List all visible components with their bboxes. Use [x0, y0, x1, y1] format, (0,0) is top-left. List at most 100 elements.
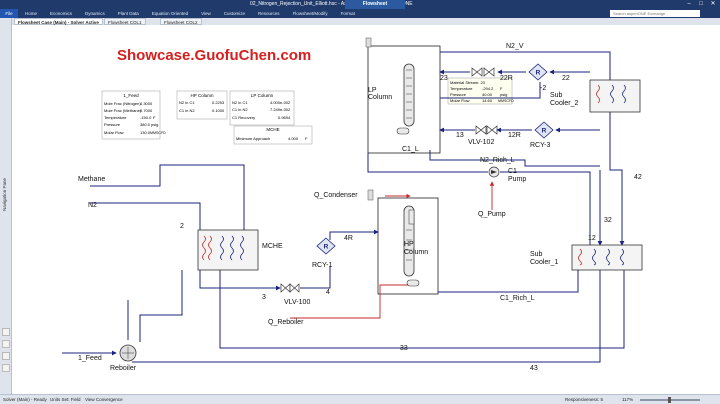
search-input[interactable]: Search aspenONE Exchange [610, 10, 700, 17]
ribbon-tab-economics[interactable]: Economics [50, 11, 73, 16]
recycle-rcy-3[interactable]: R [534, 121, 554, 139]
vlv-102-valve[interactable] [475, 125, 498, 135]
maximize-button[interactable]: □ [699, 1, 703, 7]
label-4: 4 [326, 289, 330, 296]
ribbon-tab-resources[interactable]: Resources [258, 11, 280, 16]
feed-row-value: 0.7000 [140, 108, 153, 113]
ribbon-tab-view[interactable]: View [201, 11, 211, 16]
feed-row-value: -150.0 [140, 115, 152, 120]
recycle-label: R [324, 244, 329, 251]
label-q-pump: Q_Pump [478, 211, 506, 218]
label-22: 22 [562, 75, 570, 82]
stream-c1-pump-out[interactable] [500, 171, 591, 245]
stream-c1-l[interactable] [367, 153, 488, 173]
stream-43[interactable] [132, 270, 601, 363]
stream-methane[interactable] [90, 164, 245, 230]
hp-row-value: 0.1000 [212, 108, 225, 113]
reboiler-heater[interactable] [119, 344, 137, 362]
table-lp-column[interactable]: LP Column N2 in C1 4.000e-002 C1 in N2 7… [229, 90, 295, 126]
label-32: 32 [604, 217, 612, 224]
minimize-button[interactable]: – [687, 1, 691, 7]
tab-flowsheet-col1[interactable]: Flowsheet COL1 [104, 18, 146, 25]
stream-n2-v[interactable] [440, 51, 611, 80]
energy-q-reboiler[interactable] [290, 284, 410, 319]
ribbon-tab-format[interactable]: Format [340, 11, 355, 16]
table-hp-column[interactable]: HP Column N2 in C1 0.2253 C1 in N2 0.100… [176, 90, 228, 120]
ribbon-tab-flowsheet-modify[interactable]: Flowsheet/Modify [292, 11, 328, 16]
stream-4[interactable] [300, 266, 331, 289]
status-responsiveness[interactable]: Responsiveness: 5 [565, 397, 604, 402]
context-tab-flowsheet: Flowsheet [345, 0, 405, 9]
document-tabs: Flowsheet Case (Main) - Solver Active Fl… [12, 18, 720, 25]
vlv-100-valve[interactable] [280, 283, 300, 293]
stream-c1-rich-l[interactable] [438, 270, 579, 293]
ribbon-tab-dynamics[interactable]: Dynamics [85, 11, 105, 16]
tooltip-row-label: Temperature [450, 86, 473, 91]
label-q-reboiler: Q_Reboiler [268, 319, 304, 326]
tooltip-row-value: -294.2 [482, 86, 494, 91]
mche-exchanger[interactable] [197, 229, 259, 271]
flowsheet-canvas[interactable]: Showcase.GuofuChen.com 1_Feed Mole Frac … [12, 25, 720, 394]
close-button[interactable]: ✕ [710, 1, 716, 7]
ribbon-tabs: Home Economics Dynamics Plant Data Equat… [25, 9, 355, 18]
status-view-convergence[interactable]: View Convergence [85, 397, 123, 402]
stream-3[interactable] [199, 270, 281, 291]
n2-v-top-icon[interactable] [365, 37, 372, 48]
sub-cooler-2-exchanger[interactable] [589, 79, 641, 113]
lp-column-boundary[interactable] [367, 45, 441, 154]
feed-row-value: 130.0 [140, 130, 151, 135]
tooltip-row-label: Molar Flow [450, 98, 470, 103]
stream-42[interactable] [609, 112, 625, 246]
ribbon-tab-equation-oriented[interactable]: Equation Oriented [151, 11, 189, 16]
label-reboiler: Reboiler [110, 365, 137, 372]
status-units[interactable]: Units Set: Field [50, 397, 81, 402]
zoom-slider-handle[interactable] [668, 397, 671, 403]
tab-flowsheet-main[interactable]: Flowsheet Case (Main) - Solver Active [14, 18, 103, 25]
recycle-rcy-1[interactable]: R [316, 237, 336, 255]
stream-2[interactable] [139, 270, 183, 342]
label-1-feed: 1_Feed [78, 355, 102, 362]
window-controls: – □ ✕ [684, 0, 718, 8]
stream-minus-2[interactable] [440, 82, 541, 99]
mche-row-unit: F [305, 136, 308, 141]
vlv-22r-valve[interactable] [471, 67, 495, 77]
recycle-rcy-2[interactable]: R [528, 63, 548, 81]
label-22r: 22R [500, 75, 513, 82]
ribbon-tab-customize[interactable]: Customize [223, 11, 246, 16]
stream-n2[interactable] [90, 202, 201, 230]
lp-column-unit[interactable] [396, 63, 415, 135]
label-n2: N2 [88, 202, 97, 209]
file-menu[interactable]: File [0, 9, 18, 18]
navigation-pane[interactable]: Navigation Pane [0, 18, 12, 394]
stream-4r[interactable] [329, 229, 379, 240]
label-23: 23 [440, 75, 448, 82]
recycle-label: R [542, 128, 547, 135]
label-2: 2 [180, 223, 184, 230]
status-solver: Solver (Main) - Ready [3, 397, 47, 402]
nav-button-1[interactable] [2, 328, 10, 336]
tooltip-title: Material Stream: 23 [450, 80, 486, 85]
lp-row-value: 0.9694 [278, 115, 291, 120]
c1-pump[interactable] [488, 166, 500, 178]
nav-button-3[interactable] [2, 352, 10, 360]
stream-33[interactable] [219, 270, 625, 349]
flowsheet-diagram: 1_Feed Mole Frac (Nitrogen) 0.3000 Mole … [62, 37, 643, 372]
ribbon-tab-home[interactable]: Home [25, 11, 38, 16]
lp-row-label: C1 in N2 [232, 107, 248, 112]
nav-button-2[interactable] [2, 340, 10, 348]
table-mche[interactable]: MCHE Minimum Approach 4.000 F [233, 125, 313, 145]
lp-row-label: N2 in C1 [232, 100, 248, 105]
stream-n2-rich-l[interactable] [429, 150, 600, 167]
sub-cooler-1-exchanger[interactable] [571, 244, 643, 271]
q-condenser-icon[interactable] [367, 189, 374, 201]
hp-column-unit[interactable] [403, 205, 420, 287]
quick-access-toolbar[interactable] [4, 1, 64, 8]
label-methane: Methane [78, 176, 105, 183]
ribbon-tab-plant-data[interactable]: Plant Data [117, 11, 139, 16]
nav-button-4[interactable] [2, 364, 10, 372]
table-feed[interactable]: 1_Feed Mole Frac (Nitrogen) 0.3000 Mole … [101, 90, 166, 140]
tab-flowsheet-col2[interactable]: Flowsheet COL2 [160, 18, 202, 25]
feed-row-value: 0.3000 [140, 101, 153, 106]
